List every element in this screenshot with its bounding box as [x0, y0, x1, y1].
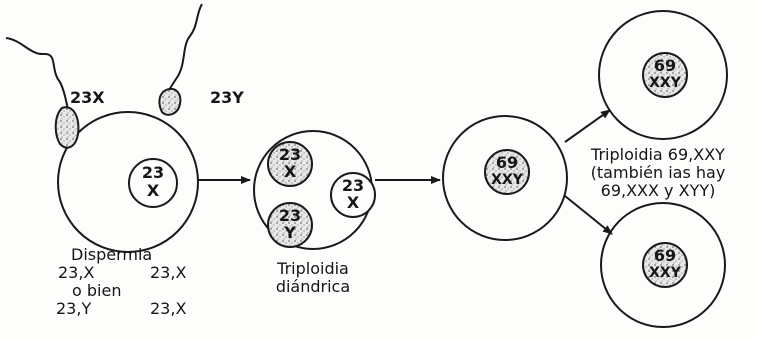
daughter-caption-line1: Triploidia 69,XXY [573, 146, 743, 164]
triploid-nucleus-bottom: XXY [485, 171, 529, 189]
pronucleus-1-bottom: X [276, 163, 304, 181]
daughter-caption-line3: 69,XXX y XYY) [573, 182, 743, 200]
dispermia-or: o bien [72, 282, 121, 300]
pronucleus-3-bottom: X [339, 194, 367, 212]
sperm-label-right: 23Y [210, 89, 244, 107]
sperm-tail-left [6, 38, 68, 110]
arrow-to-daughter-bottom [565, 196, 612, 234]
dispermia-row2-left: 23,Y [56, 300, 91, 318]
sperm-tail-right [168, 4, 202, 92]
egg-nucleus-bottom: X [139, 182, 167, 200]
daughter-top-nucleus-top: 69 [647, 57, 683, 75]
daughter-bottom-nucleus-bottom: XXY [643, 264, 687, 282]
zygote-caption-line1: Triploidia [263, 260, 363, 278]
sperm-label-left: 23X [70, 89, 105, 107]
pronucleus-2-bottom: Y [276, 224, 304, 242]
sperm-head-right [159, 89, 180, 115]
triploid-nucleus-top: 69 [489, 154, 525, 172]
arrow-to-daughter-top [565, 110, 610, 142]
sperm-head-left [56, 107, 79, 147]
daughter-top-nucleus-bottom: XXY [643, 74, 687, 92]
egg-nucleus-top: 23 [139, 164, 167, 182]
daughter-caption-line2: (también ias hay [573, 164, 743, 182]
dispermia-title: Dispermia [71, 246, 152, 264]
dispermia-row1-right: 23,X [150, 264, 186, 282]
dispermia-row1-left: 23,X [58, 264, 94, 282]
dispermia-row2-right: 23,X [150, 300, 186, 318]
zygote-caption-line2: diándrica [263, 278, 363, 296]
daughter-bottom-nucleus-top: 69 [647, 247, 683, 265]
